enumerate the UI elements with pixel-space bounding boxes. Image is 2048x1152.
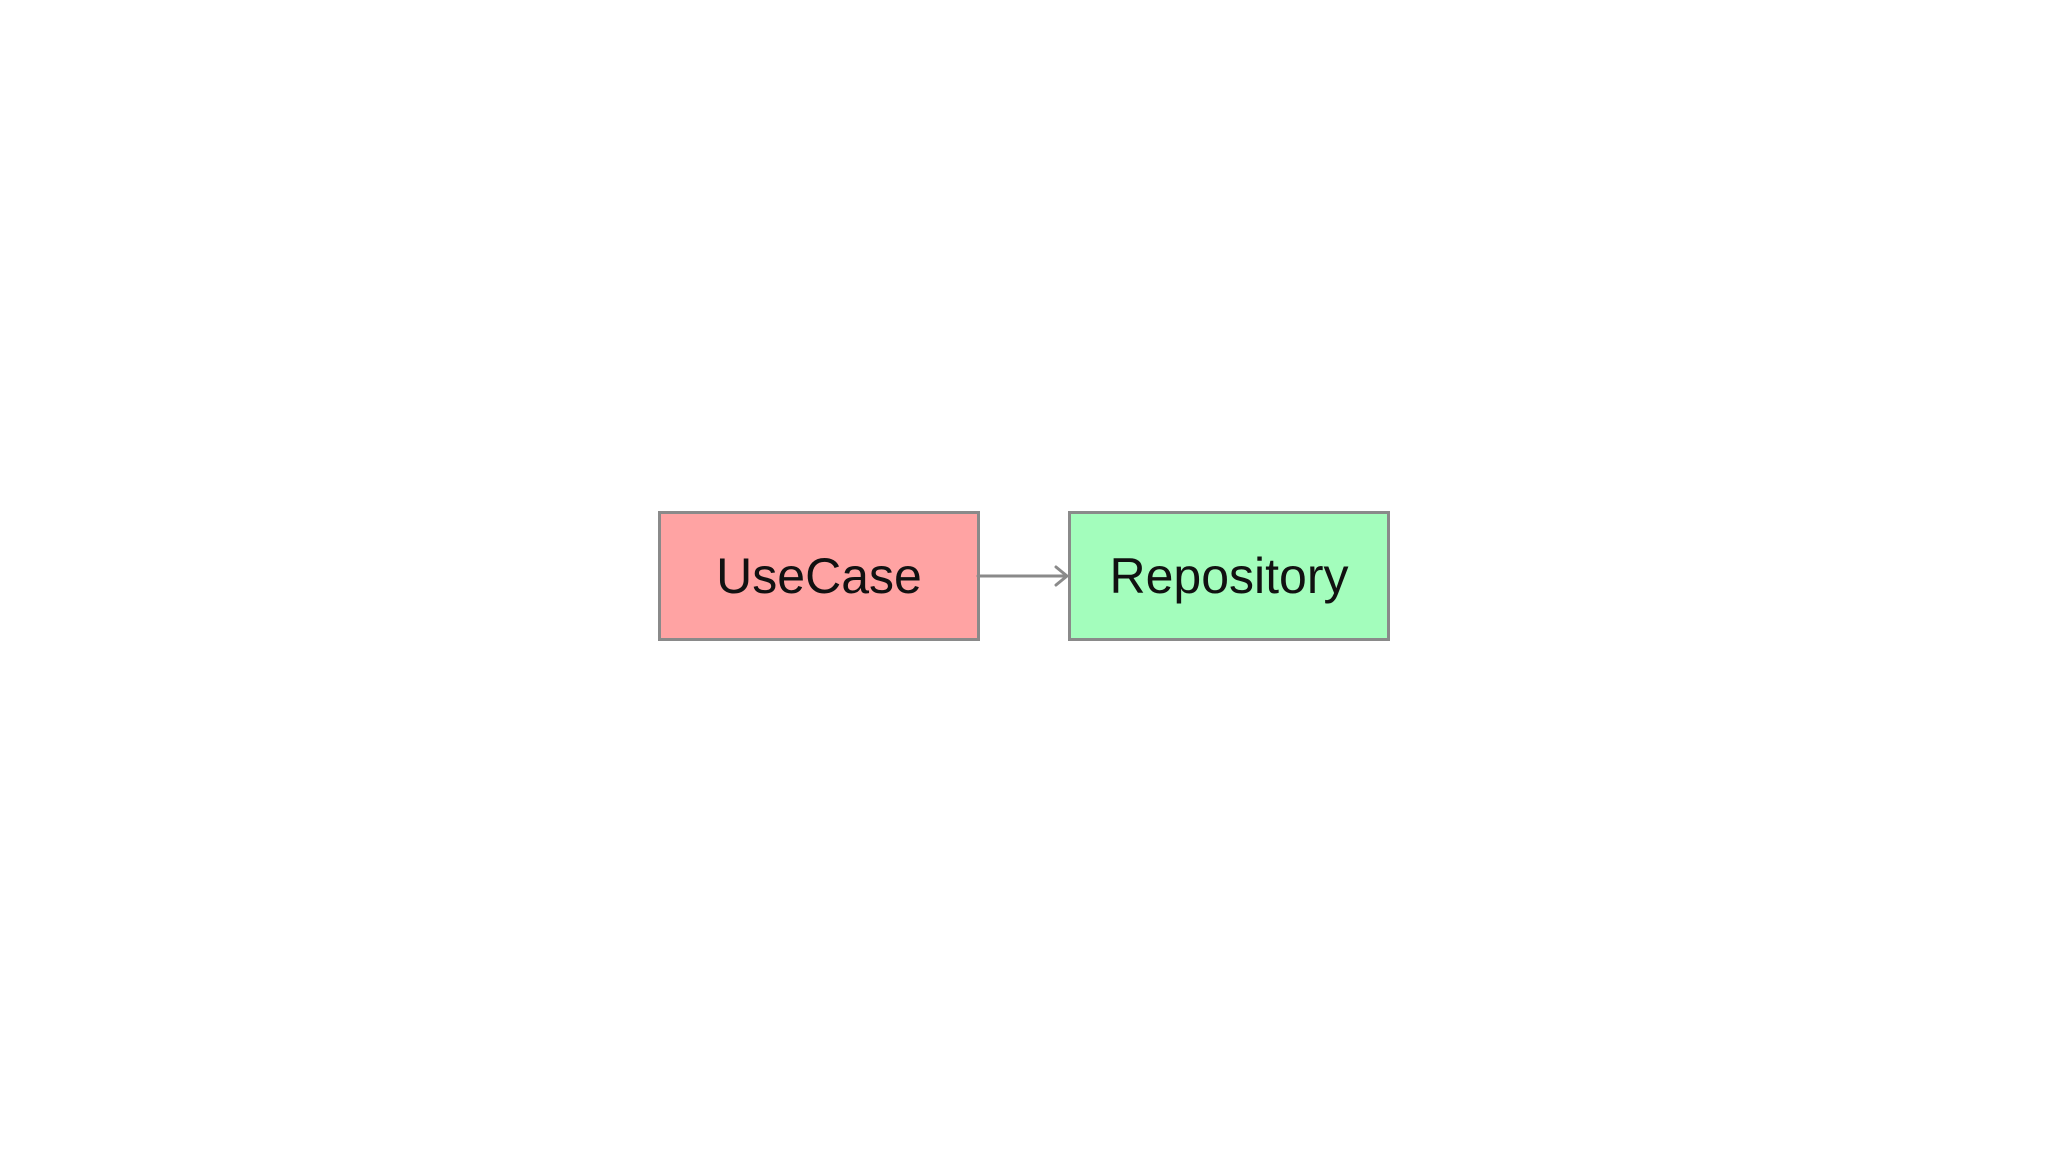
usecase-node: UseCase	[658, 511, 980, 641]
arrow-head-icon	[1054, 565, 1069, 587]
usecase-label: UseCase	[716, 548, 922, 604]
repository-node: Repository	[1068, 511, 1390, 641]
repository-label: Repository	[1109, 548, 1349, 604]
usecase-to-repository-arrow	[976, 565, 1069, 587]
